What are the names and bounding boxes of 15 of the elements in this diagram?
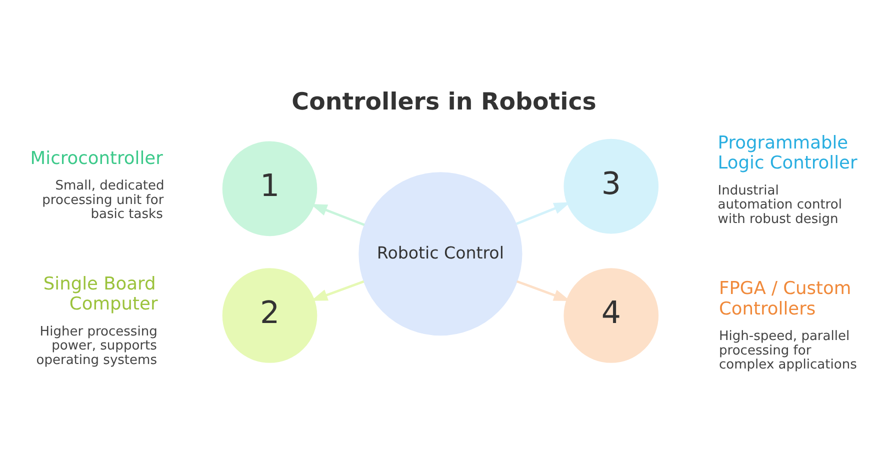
node-label: Single Board Computer	[43, 274, 158, 314]
node-circle: Robotic Control	[358, 172, 522, 336]
node-circle: 3	[564, 138, 659, 234]
node-label: Microcontroller	[30, 148, 163, 168]
node-label: FPGA / Custom Controllers	[718, 278, 852, 319]
node-circle: 2	[222, 268, 318, 362]
diagram-title: Controllers in Robotics	[292, 86, 596, 115]
node-label: Programmable Logic Controller	[718, 132, 858, 174]
node-label: Industrial automation control with robust design	[718, 182, 842, 226]
node-label: Higher processing power, supports operating systems	[36, 324, 158, 368]
node-label: High-speed, parallel processing for complex applications	[718, 328, 857, 372]
node-circle: 1	[222, 140, 318, 236]
node-label: Small, dedicated processing unit for basic tasks	[42, 178, 164, 222]
node-circle: 4	[564, 268, 659, 362]
arrow	[310, 204, 365, 226]
